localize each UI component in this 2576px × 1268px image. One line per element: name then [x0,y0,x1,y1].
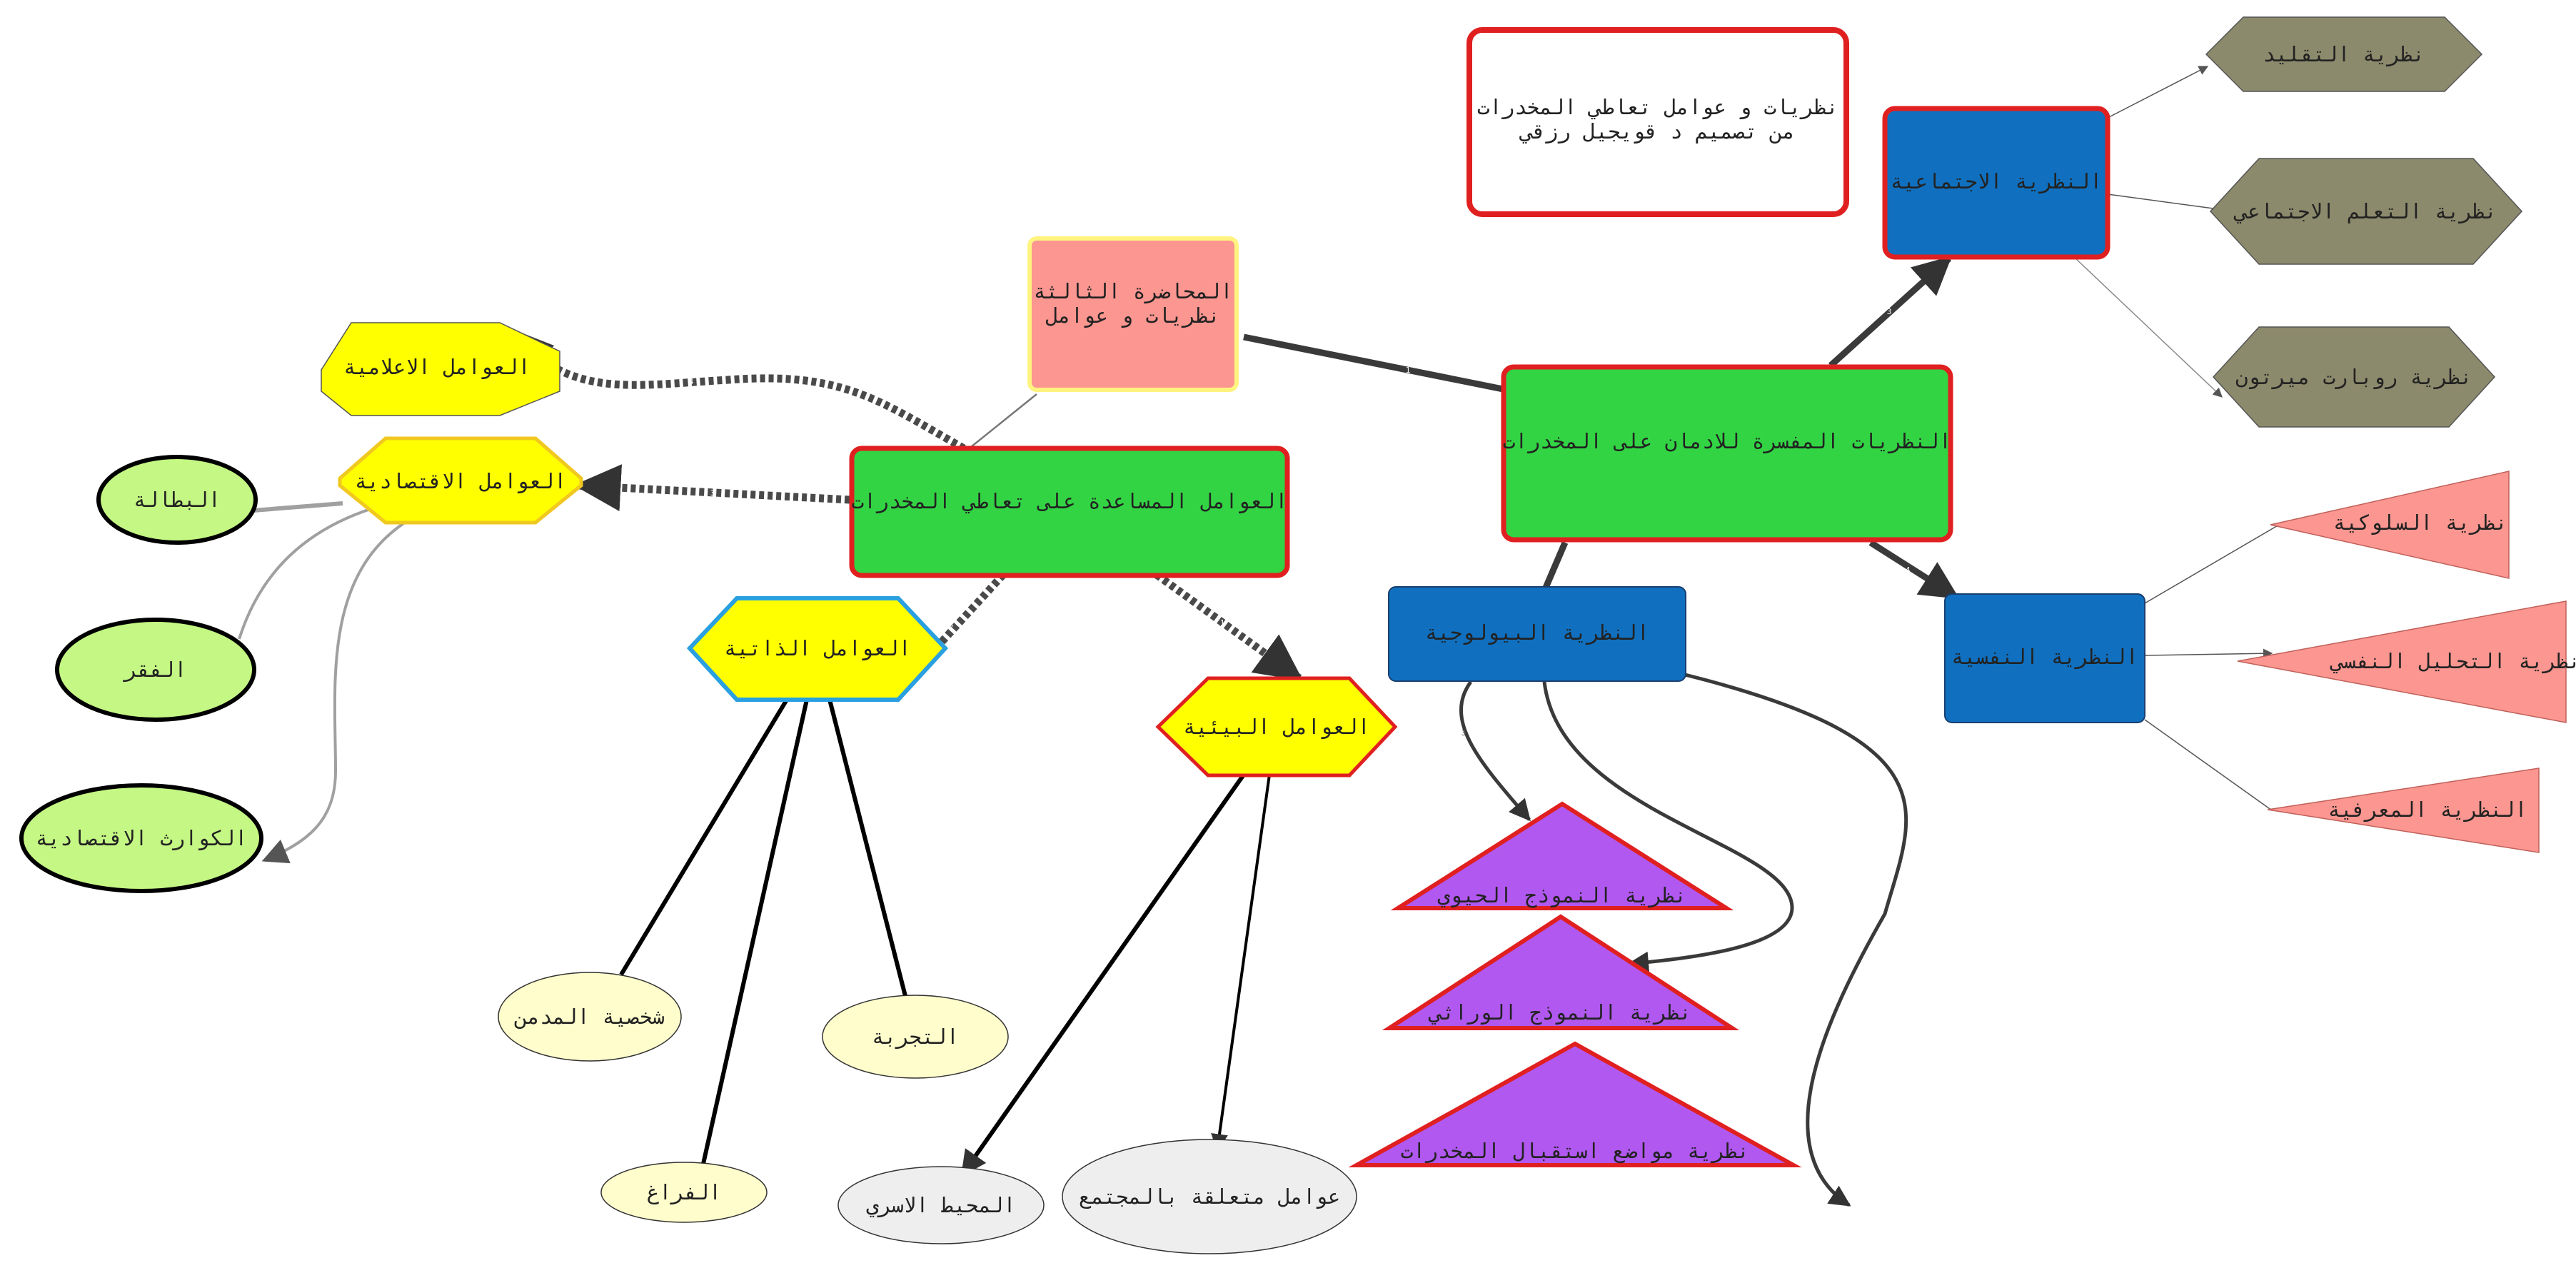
addict-personality-node[interactable]: شخصية المدمن [498,972,682,1062]
edge-factors-personal [937,572,1007,645]
imitation-node[interactable]: نظرية التقليد [2205,16,2483,92]
factors-main-label: العوامل المساعدة على تعاطي المخدرات [851,489,1287,514]
experience-node[interactable]: التجربة [822,995,1009,1079]
addict-personality-label: شخصية المدمن [514,1005,665,1029]
psych-theory-label: النظرية النفسية [1951,645,2138,669]
edge-label-factors-economic: 3 [710,488,715,498]
crises-node[interactable]: الكوارث الاقتصادية [19,783,263,893]
edge-economic-unemployment [253,501,343,513]
lecture-node[interactable]: المحاضرة الثالثة نظريات و عوامل [1027,236,1239,392]
edge-personal-addict [619,698,789,976]
lecture-line-2: نظريات و عوامل [1046,303,1220,328]
unemployment-label: البطالة [134,488,221,512]
economic-node[interactable]: العوامل الاقتصادية [338,436,583,525]
behavioral-node[interactable]: نظرية السلوكية [2270,471,2510,579]
society-node[interactable]: عوامل متعلقة بالمجتمع [1062,1139,1357,1254]
emptiness-node[interactable]: الفراغ [600,1162,768,1223]
genetic-model-node[interactable]: نظرية النموذج الوراثي [1382,914,1740,1030]
personal-node[interactable]: العوامل الذاتية [686,596,949,702]
imitation-label: نظرية التقليد [2263,42,2425,66]
edge-label-bio-model: 3 [1461,728,1466,738]
title-line-2: من تصميم د قويجيل رزقي [1519,119,1795,144]
edge-economic-crises [261,516,414,864]
edge-economic-poverty [238,505,378,640]
family-label: المحيط الاسري [866,1193,1016,1217]
cognitive-node[interactable]: النظرية المعرفية [2267,768,2540,853]
emptiness-label: الفراغ [647,1180,722,1204]
bio-theory-node[interactable]: النظرية البيولوجية [1388,586,1686,682]
crises-label: الكوارث الاقتصادية [36,826,248,850]
edge-env-family [960,773,1246,1177]
family-node[interactable]: المحيط الاسري [837,1166,1045,1244]
edge-factors-media [505,326,966,452]
psychoanalysis-label: نظرية التحليل النفسي [2330,649,2576,674]
cognitive-label: النظرية المعرفية [2328,797,2527,822]
edge-theories-bio [1542,541,1569,589]
edge-label-bio-receptors: 4 [1863,921,1868,930]
title-box: نظريات و عوامل تعاطي المخدرات من تصميم د… [1466,27,1849,217]
receptors-label: نظرية مواضع استقبال المخدرات [1401,1139,1750,1163]
poverty-label: الفقر [122,658,186,682]
edge-label-theories-bio: 1 [1556,568,1561,578]
edge-psych-behavioral [2144,524,2280,604]
experience-label: التجربة [872,1025,959,1049]
edge-label-factors-personal: 2 [949,623,954,632]
environmental-node[interactable]: العوامل البيئية [1155,676,1398,778]
bio-theory-label: النظرية البيولوجية [1425,620,1649,645]
psychoanalysis-node[interactable]: نظرية التحليل النفسي [2237,600,2576,723]
social-theory-node[interactable]: النظرية الاجتماعية [1882,106,2110,260]
edge-lecture-factors [967,393,1037,451]
theories-main-node[interactable]: النظريات المفسرة للادمان على المخدرات [1501,364,1953,543]
factors-main-node[interactable]: العوامل المساعدة على تعاطي المخدرات [849,446,1290,578]
edge-social-learning [2107,193,2214,209]
edge-bio-genetic [1542,681,1794,973]
media-node[interactable]: العوامل الاعلامية [321,322,560,416]
merton-node[interactable]: نظرية روبارت ميرتون [2212,326,2496,428]
edges-layer [238,66,2280,1207]
merton-label: نظرية روبارت ميرتون [2235,365,2472,389]
behavioral-label: نظرية السلوكية [2333,510,2507,535]
edge-social-imitation [2107,66,2209,119]
edge-bio-model [1459,680,1531,822]
edge-label-factors-media: 4 [689,377,694,386]
edge-label-bio-genetic: 2 [1746,862,1751,872]
edge-factors-economic [573,464,850,512]
edge-label-lecture-theories: 1 [1406,366,1411,375]
edge-env-society [1211,774,1271,1152]
environmental-label: العوامل البيئية [1183,715,1370,739]
edge-personal-emptiness [701,699,809,1164]
receptors-node[interactable]: نظرية مواضع استقبال المخدرات [1348,1041,1802,1167]
edge-lecture-theories [1243,333,1507,393]
psych-theory-node[interactable]: النظرية النفسية [1944,593,2145,723]
edge-label-theories-social: 3 [1887,307,1892,316]
edge-psych-cognitive [2144,719,2273,811]
personal-label: العوامل الذاتية [724,636,911,660]
theories-main-label: النظريات المفسرة للادمان على المخدرات [1503,429,1952,453]
edge-label-factors-env: 1 [1220,618,1225,628]
edge-theories-psych [1868,540,1960,600]
edge-bio-receptors [1684,673,1908,1207]
lecture-line-1: المحاضرة الثالثة [1033,279,1232,303]
media-label: العوامل الاعلامية [343,355,530,379]
edge-factors-env [1154,571,1304,682]
social-theory-label: النظرية الاجتماعية [1891,169,2103,193]
genetic-model-label: نظرية النموذج الوراثي [1429,1000,1692,1025]
biological-model-node[interactable]: نظرية النموذج الحيوي [1390,801,1734,910]
biological-model-label: نظرية النموذج الحيوي [1437,883,1686,908]
edge-theories-social [1828,256,1953,368]
social-learning-label: نظرية التعلم الاجتماعي [2234,199,2497,224]
unemployment-node[interactable]: البطالة [96,455,258,545]
edge-label-theories-psych: 4 [1906,565,1911,575]
edge-labels-layer: 1 3 1 4 3 2 4 4 3 2 1 [689,307,1911,930]
edge-personal-experience [827,699,907,997]
edge-social-merton [2073,256,2223,398]
poverty-node[interactable]: الفقر [55,618,256,722]
title-line-1: نظريات و عوامل تعاطي المخدرات [1477,95,1838,120]
economic-label: العوامل الاقتصادية [355,469,567,493]
social-learning-node[interactable]: نظرية التعلم الاجتماعي [2209,158,2523,265]
edge-psych-psychoanalysis [2144,648,2273,658]
society-label: عوامل متعلقة بالمجتمع [1079,1184,1341,1209]
